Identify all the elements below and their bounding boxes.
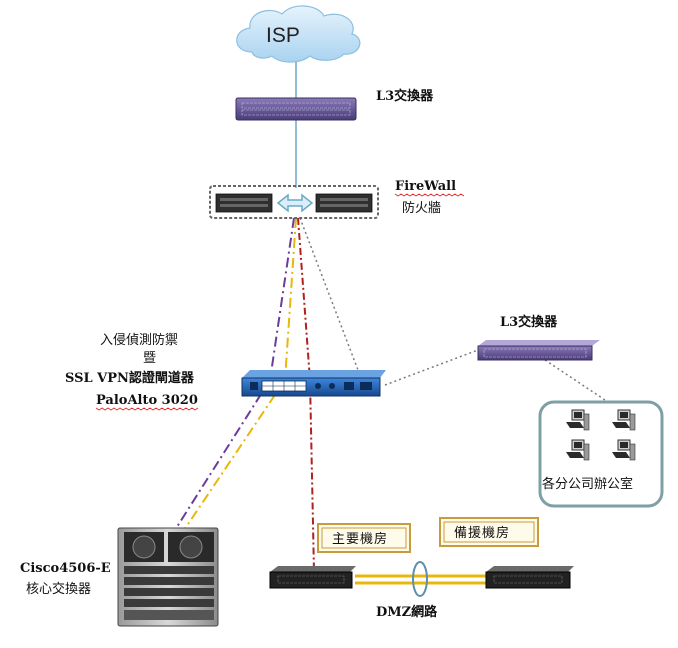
primary-datacenter-label-box xyxy=(317,523,411,553)
dmz-network-label: DMZ網路 xyxy=(376,604,438,620)
bidirectional-arrow-icon xyxy=(276,193,314,213)
pc-icon xyxy=(611,409,636,431)
right-l3-switch-icon xyxy=(477,340,600,361)
spellcheck-underline xyxy=(95,407,199,411)
cisco-core-switch-icon xyxy=(117,527,219,627)
ids-label-line3: SSL VPN認證閘道器 xyxy=(65,370,195,386)
primary-datacenter-label: 主要機房 xyxy=(332,531,388,547)
firewall-label-line1: FireWall xyxy=(395,179,456,194)
isp-label: ISP xyxy=(266,24,300,47)
branch-offices-group xyxy=(538,400,664,508)
firewall-label-line2: 防火牆 xyxy=(402,200,441,216)
firewall-to-dmz-red-link xyxy=(297,217,315,573)
switch-to-offices-link xyxy=(544,359,606,401)
offices-label: 各分公司辦公室 xyxy=(542,476,633,492)
spellcheck-underline xyxy=(394,193,465,197)
isp-cloud-icon xyxy=(236,5,361,63)
right-switch-label: L3交換器 xyxy=(500,314,558,330)
dmz-link-bundle-ring xyxy=(412,561,428,597)
firewall-group-icon xyxy=(209,185,379,219)
top-switch-label: L3交換器 xyxy=(376,88,434,104)
top-l3-switch-icon xyxy=(235,97,357,121)
ids-label-line2: 暨 xyxy=(143,351,156,366)
ids-label-line4: PaloAlto 3020 xyxy=(96,393,198,408)
dmz-primary-switch-icon xyxy=(269,566,356,589)
firewall-to-paloalto-link xyxy=(299,217,359,371)
pc-icon xyxy=(565,439,590,461)
pc-icon xyxy=(565,409,590,431)
backup-datacenter-label: 備援機房 xyxy=(454,525,510,541)
paloalto-to-switch-link xyxy=(384,349,479,386)
pc-icon xyxy=(611,439,636,461)
dmz-backup-switch-icon xyxy=(485,566,574,589)
paloalto-appliance-icon xyxy=(241,370,386,397)
backup-datacenter-label-box xyxy=(439,517,539,547)
core-switch-label-line1: Cisco4506-E xyxy=(20,561,111,576)
ids-label-line1: 入侵偵測防禦 xyxy=(100,332,178,348)
core-switch-label-line2: 核心交換器 xyxy=(26,581,91,597)
